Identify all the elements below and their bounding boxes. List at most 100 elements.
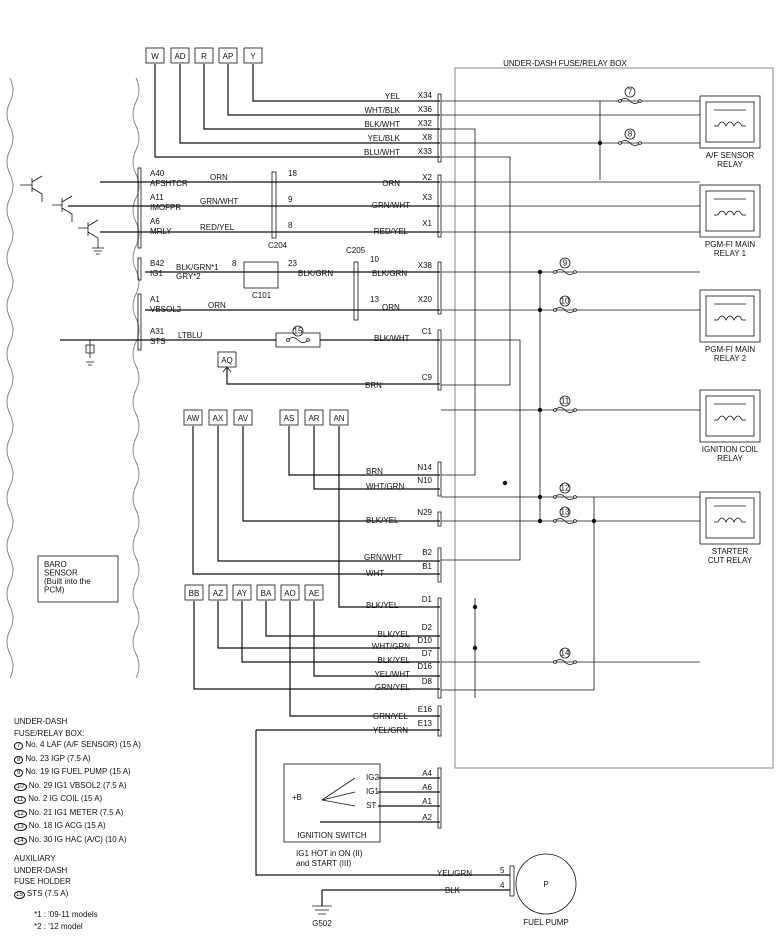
fuse-number-circle <box>559 647 571 659</box>
terminal-pin: N10 <box>417 476 432 485</box>
terminal-pin: E16 <box>418 705 433 714</box>
relay-label: RELAY <box>717 454 743 463</box>
connector-as-label: AS <box>284 414 295 423</box>
fuse-terminal <box>618 141 622 145</box>
wire-top-4 <box>154 64 440 158</box>
relay-coil <box>717 210 743 216</box>
connector-av-box <box>233 409 253 426</box>
connector-ar-label: AR <box>308 414 319 423</box>
wire-top-1 <box>227 64 440 116</box>
relay-label: IGNITION COIL <box>702 445 759 454</box>
wire-color-label: GRN/WHT <box>364 553 402 562</box>
terminal-pin: C1 <box>422 327 433 336</box>
fuse-number-circle <box>559 506 571 518</box>
wire-c9 <box>226 368 440 385</box>
terminal-pin: C9 <box>422 373 433 382</box>
fuse-symbol <box>287 337 309 343</box>
legend-item-text: No. 2 IG COIL (15 A) <box>28 794 103 803</box>
fuse-terminal <box>573 270 577 274</box>
joint-c204 <box>271 171 277 239</box>
relay-label: STARTER <box>712 547 749 556</box>
fuse-terminal <box>306 338 310 342</box>
pcm-pin-a11: A11 <box>150 193 164 202</box>
wire-color-label: BLK/GRN*1 <box>176 263 219 272</box>
fuse-terminal <box>573 495 577 499</box>
fuse-number: 8 <box>628 130 633 139</box>
terminal-pin: D8 <box>422 677 433 686</box>
wire-color-label: BLK/WHT <box>374 334 410 343</box>
terminal-pin: D16 <box>417 662 432 671</box>
pcm-pin-name: STS <box>150 337 166 346</box>
pcm-pin-name: IMOFPR <box>150 203 181 212</box>
terminal-pin: X36 <box>418 105 433 114</box>
terminal-pin: D2 <box>422 623 433 632</box>
fuse-number: 10 <box>561 297 570 306</box>
terminal-pin: D7 <box>422 649 433 658</box>
splice-dot <box>502 480 508 486</box>
fuse-number: 14 <box>561 649 570 658</box>
wire-num: 8 <box>232 259 237 268</box>
connector-aq-label: AQ <box>221 356 233 365</box>
fuse-terminal <box>573 660 577 664</box>
terminal-pin: D10 <box>417 636 432 645</box>
wire-color-label: BLU/WHT <box>364 148 400 157</box>
wire-color-label: RED/YEL <box>200 223 235 232</box>
wire-num: 23 <box>288 259 297 268</box>
ignition-position: ST <box>366 801 376 810</box>
fuse-terminal <box>553 270 557 274</box>
wire-color-label: ORN <box>208 301 226 310</box>
fuse-terminal <box>573 519 577 523</box>
ignition-switch-title: IGNITION SWITCH <box>297 831 367 840</box>
fuse-symbol <box>619 98 641 104</box>
fuse-number-circle <box>559 257 571 269</box>
relay-inner <box>705 190 755 232</box>
fuse-number: 7 <box>628 88 633 97</box>
fuse-symbol <box>554 307 576 313</box>
ignition-pin: A4 <box>422 769 432 778</box>
connector-av-label: AV <box>238 414 249 423</box>
relay-label: PGM-FI MAIN <box>705 345 755 354</box>
fuse-number: 13 <box>561 508 570 517</box>
pcm-pin-name: AFSHTCR <box>150 179 188 188</box>
fuse-number-circle <box>559 295 571 307</box>
relay-label: RELAY 1 <box>714 249 747 258</box>
connector-bb-box <box>184 584 204 601</box>
legend-title-1: UNDER-DASH <box>14 717 68 726</box>
wire-color-label: LTBLU <box>178 331 203 340</box>
wire-color-label: BLK/YEL <box>378 656 411 665</box>
ground-symbol <box>312 905 332 915</box>
terminal-pin: X38 <box>418 261 433 270</box>
terminal-pin: N29 <box>417 508 432 517</box>
splice-dot <box>537 407 543 413</box>
fuel-pump-connector <box>509 865 515 897</box>
wire-color-label: GRN/WHT <box>372 201 410 210</box>
legend-aux-item: 15 STS (7.5 A) <box>14 888 141 902</box>
terminal-pin: N14 <box>417 463 432 472</box>
wire-color-label: WHT/GRN <box>372 642 410 651</box>
terminal-pin: X20 <box>418 295 433 304</box>
wire-color-label: BRN <box>365 381 382 390</box>
splice-dot <box>537 518 543 524</box>
wire-color-label: BLK/GRN <box>298 269 333 278</box>
box-connector-3 <box>437 329 442 391</box>
wire-top-2 <box>203 64 440 130</box>
joint-c205-label: C205 <box>346 246 366 255</box>
connector-az-box <box>208 584 228 601</box>
splice-dot <box>472 604 478 610</box>
wire-top-3 <box>179 64 440 144</box>
pcm-connector-bracket <box>137 293 142 351</box>
wire-num: 8 <box>288 221 293 230</box>
ignition-switch-box <box>283 763 381 843</box>
ignition-note: and START (III) <box>296 859 351 868</box>
wire-color-label: WHT/GRN <box>366 482 404 491</box>
joint-c204-label: C204 <box>268 241 288 250</box>
fuse-number: 15 <box>294 327 303 336</box>
bus-c1 <box>441 339 521 561</box>
fuse-terminal <box>573 308 577 312</box>
wire-num: 18 <box>288 169 297 178</box>
fuel-pump-label: FUEL PUMP <box>523 918 569 927</box>
